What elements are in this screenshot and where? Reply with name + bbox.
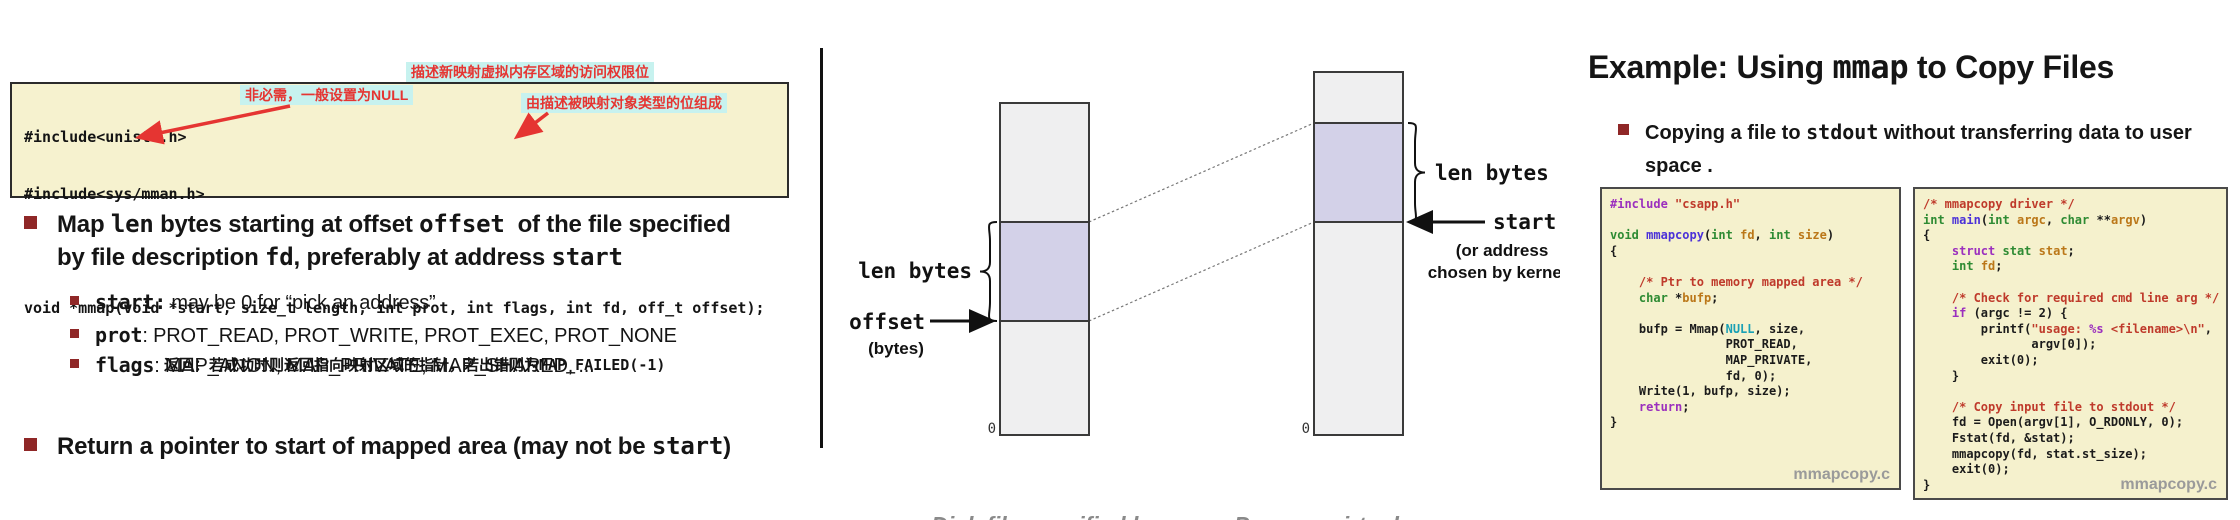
mmapcopy-driver-codeblock: /* mmapcopy driver */int main(int argc, … [1913,187,2228,500]
prot-annotation: 描述新映射虚拟内存区域的访问权限位 [406,62,654,82]
process-vm-caption-line1: Process virtual memory [1234,510,1495,520]
subbullet-start: start: may be 0 for “pick an address” [70,290,800,315]
len-bytes-left-brace [979,221,998,322]
bullet-copying-file-text: Copying a file to stdout without transfe… [1645,120,2192,177]
start-note-line2: chosen by kernel) [1428,263,1560,282]
map-connector-bottom [1088,221,1315,322]
disk-file-caption: Disk file specified by file descriptor f… [915,448,1175,520]
subbullet-square-icon [70,329,79,338]
subbullet-flags: flags: MAP_ANON, MAP_PRIVATE, MAP_SHARED… [70,353,800,378]
mmap-signature-line: void *mmap(void *start, size_t length, i… [24,299,765,317]
subbullet-square-icon [70,359,79,368]
start-annotation: 非必需，一般设置为NULL [240,85,414,105]
bullet-return-pointer: Return a pointer to start of mapped area… [24,430,814,463]
mmapcopy-function-code: #include "csapp.h" void mmapcopy(int fd,… [1610,197,1863,430]
subbullet-prot-text: prot: PROT_READ, PROT_WRITE, PROT_EXEC, … [95,323,677,347]
disk-zero-label: 0 [988,421,996,437]
subbullet-square-icon [70,296,79,305]
subbullet-prot: prot: PROT_READ, PROT_WRITE, PROT_EXEC, … [70,323,800,348]
code-filename-label: mmapcopy.c [2120,476,2217,494]
len-bytes-right-brace [1407,122,1426,223]
vm-zero-label: 0 [1302,421,1310,437]
bullet-square-icon [24,216,37,229]
map-connector-top [1088,122,1315,223]
mmapcopy-function-codeblock: #include "csapp.h" void mmapcopy(int fd,… [1600,187,1901,490]
subbullet-start-text: start: may be 0 for “pick an address” [95,290,436,314]
flags-annotation: 由描述被映射对象类型的位组成 [521,93,727,113]
mmapcopy-driver-code: /* mmapcopy driver */int main(int argc, … [1923,197,2220,492]
include-mman-line: #include<sys/mman.h> [24,185,205,203]
subbullet-flags-text: flags: MAP_ANON, MAP_PRIVATE, MAP_SHARED… [95,353,595,377]
include-unistd-line: #include<unistd.h> [24,128,187,146]
mmap-return-note-line: 返回：若成功时则返回指向映射区域的指针，若出错则为MAP_FAILED(-1) [164,356,666,374]
process-vm-mapped-region [1313,122,1404,223]
mmap-diagram: len bytes offset (bytes) len bytes start… [830,40,1572,520]
disk-file-mapped-region [999,221,1090,322]
offset-label: offset [849,310,925,334]
bullet-return-pointer-text: Return a pointer to start of mapped area… [57,432,731,460]
bullet-square-icon [1618,124,1629,135]
len-bytes-left-label: len bytes [858,259,972,283]
bullet-map-len: Map len bytes starting at offset offset … [24,208,814,274]
len-bytes-right-label: len bytes [1435,161,1549,185]
start-label: start [1493,210,1556,234]
disk-file-caption-line1: Disk file specified by [915,510,1175,520]
code-filename-label: mmapcopy.c [1793,466,1890,484]
page-title: Example: Using mmap to Copy Files [1588,48,2114,86]
panel-divider [820,48,823,448]
offset-bytes-label: (bytes) [868,339,924,358]
bullet-map-len-text: Map len bytes starting at offset offset … [57,210,731,271]
mmap-diagram-svg: len bytes offset (bytes) len bytes start… [849,71,1572,437]
process-vm-caption: Process virtual memory [1234,448,1495,520]
start-note-line1: (or address [1456,241,1549,260]
bullet-square-icon [24,438,37,451]
bullet-copying-file: Copying a file to stdout without transfe… [1618,116,2228,183]
